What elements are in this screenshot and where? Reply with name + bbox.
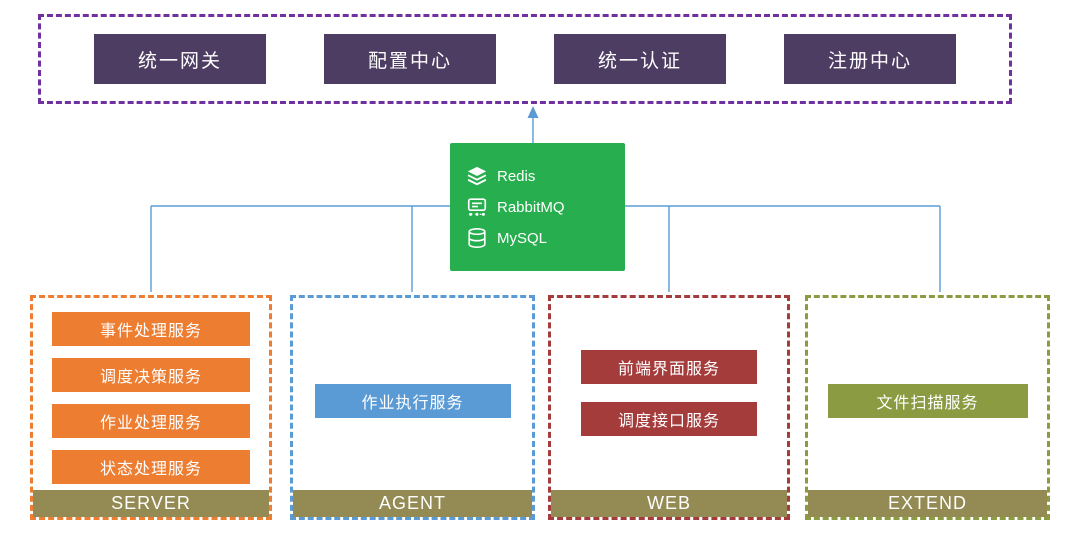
node-unified-auth: 统一认证 (554, 34, 726, 84)
node-unified-gateway: 统一网关 (94, 34, 266, 84)
middleware-label: Redis (497, 167, 536, 185)
node-label: 统一认证 (597, 50, 682, 72)
group-server: 事件处理服务 调度决策服务 作业处理服务 状态处理服务 SERVER (30, 295, 272, 520)
mysql-icon (466, 227, 488, 249)
service-box: 前端界面服务 (581, 350, 757, 384)
node-label: 注册中心 (827, 50, 912, 72)
group-extend: 文件扫描服务 EXTEND (805, 295, 1050, 520)
group-agent: 作业执行服务 AGENT (290, 295, 535, 520)
group-label-web: WEB (551, 490, 787, 517)
group-label-extend: EXTEND (808, 490, 1047, 517)
service-box: 调度接口服务 (581, 402, 757, 436)
node-config-center: 配置中心 (324, 34, 496, 84)
middleware-label: MySQL (497, 229, 548, 247)
middleware-label: RabbitMQ (497, 198, 565, 216)
service-box: 事件处理服务 (52, 312, 250, 346)
redis-icon (466, 165, 488, 187)
node-label: 配置中心 (367, 50, 452, 72)
group-label-server: SERVER (33, 490, 269, 517)
arrow-up-icon (527, 106, 539, 118)
group-web: 前端界面服务 调度接口服务 WEB (548, 295, 790, 520)
group-label-agent: AGENT (293, 490, 532, 517)
service-box: 文件扫描服务 (827, 384, 1028, 418)
platform-services-group: 统一网关 配置中心 统一认证 注册中心 (38, 14, 1012, 104)
middleware-item-rabbitmq: RabbitMQ (466, 196, 625, 218)
middleware-item-mysql: MySQL (466, 227, 625, 249)
middleware-box: Redis RabbitMQ (450, 143, 625, 271)
service-box: 状态处理服务 (52, 450, 250, 484)
service-box: 作业执行服务 (314, 384, 511, 418)
service-box: 作业处理服务 (52, 404, 250, 438)
node-label: 统一网关 (137, 50, 222, 72)
service-box: 调度决策服务 (52, 358, 250, 392)
rabbitmq-icon (466, 196, 488, 218)
node-registry-center: 注册中心 (784, 34, 956, 84)
middleware-item-redis: Redis (466, 165, 625, 187)
